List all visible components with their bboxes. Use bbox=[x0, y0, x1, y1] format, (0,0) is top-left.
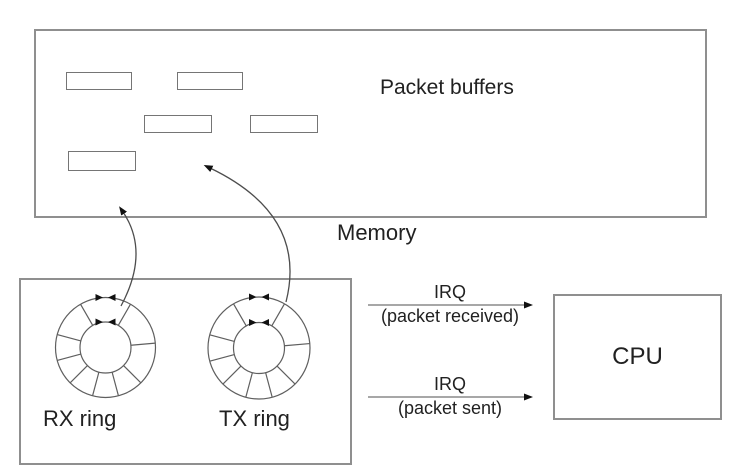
packet-buffer-rect-2 bbox=[177, 72, 243, 90]
tx-ring-label: TX ring bbox=[219, 406, 290, 431]
memory-box bbox=[34, 29, 707, 218]
packet-buffer-rect-4 bbox=[250, 115, 318, 133]
packet-buffer-rect-1 bbox=[66, 72, 132, 90]
cpu-label: CPU bbox=[612, 343, 663, 370]
irq-sent-detail: (packet sent) bbox=[397, 398, 503, 418]
packet-buffers-label: Packet buffers bbox=[380, 76, 514, 99]
irq-sent-label: IRQ bbox=[433, 374, 466, 394]
memory-label: Memory bbox=[337, 220, 417, 245]
packet-buffer-rect-5 bbox=[68, 151, 136, 171]
rx-ring-label: RX ring bbox=[43, 406, 117, 431]
packet-buffer-rect-3 bbox=[144, 115, 212, 133]
irq-received-detail: (packet received) bbox=[380, 306, 520, 326]
nic-box bbox=[19, 278, 352, 465]
cpu-box: CPU bbox=[553, 294, 722, 420]
irq-received-label: IRQ bbox=[433, 282, 466, 302]
